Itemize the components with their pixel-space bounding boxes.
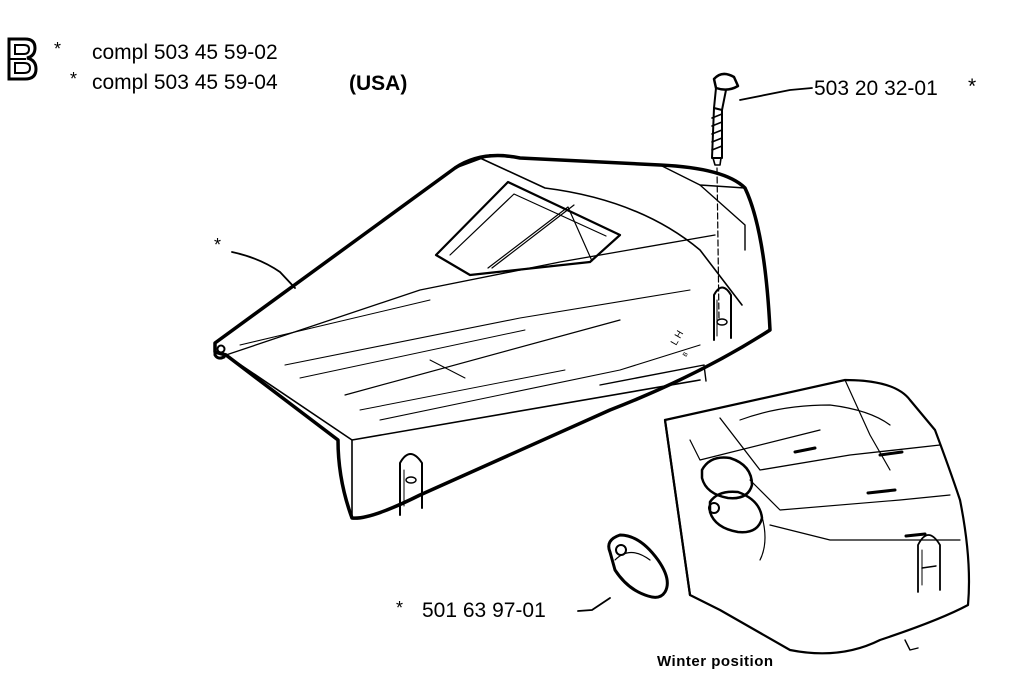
bolt-part-number: 503 20 32-01 [814, 77, 938, 100]
cylinder-cover-drawing: L H ᴮ [213, 153, 772, 520]
bolt-drawing [711, 72, 813, 321]
header-star-2: * [70, 69, 78, 89]
svg-text:ᴮ: ᴮ [681, 351, 692, 359]
winter-position-drawing [663, 378, 971, 655]
usa-note: (USA) [349, 72, 408, 95]
cover-star: * [214, 235, 222, 255]
header-star-1: * [54, 39, 62, 59]
cover-leader-line [231, 251, 296, 289]
section-letter-b-icon [7, 37, 38, 81]
winter-plate-part-number: 501 63 97-01 [422, 599, 546, 622]
header-line-1: compl 503 45 59-02 [92, 41, 278, 64]
winter-plate-star: * [396, 598, 404, 618]
winter-plate-drawing [577, 533, 669, 612]
winter-plate-leader-line [577, 597, 611, 612]
bolt-star: * [968, 75, 977, 98]
header-line-2: compl 503 45 59-04 [92, 71, 278, 94]
bolt-leader-line [739, 87, 813, 101]
winter-position-caption: Winter position [657, 653, 774, 670]
